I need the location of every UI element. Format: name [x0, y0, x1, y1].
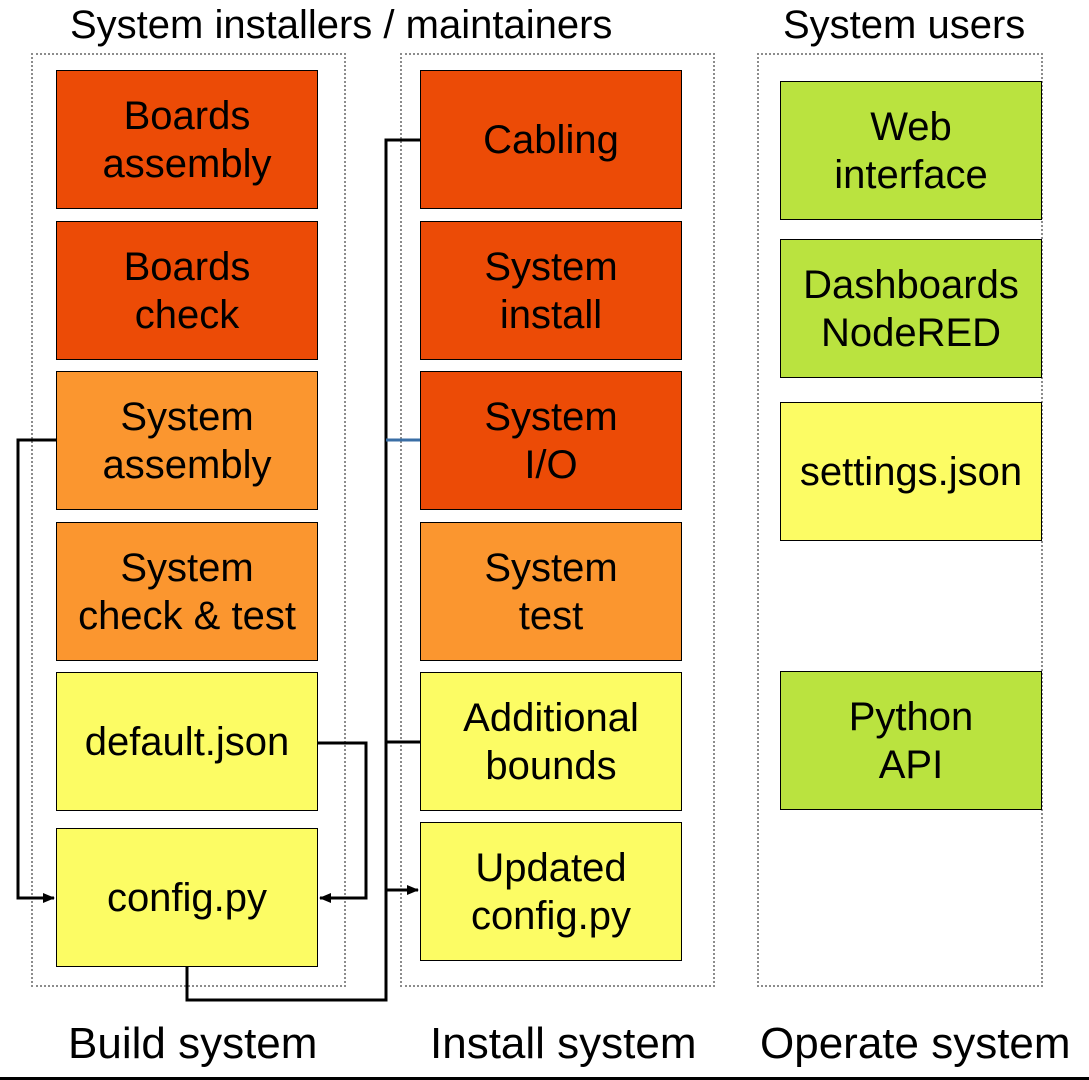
web-interface-box: Web interface [780, 81, 1042, 220]
box-label: settings.json [799, 449, 1023, 494]
system-install-box: System install [420, 221, 682, 360]
users-heading: System users [783, 3, 1026, 47]
bottom-rule [0, 1077, 1089, 1080]
build-system-label: Build system [68, 1019, 318, 1068]
cabling-box: Cabling [420, 70, 682, 209]
box-label: Boards check [123, 244, 251, 337]
system-assembly-box: System assembly [56, 371, 318, 510]
operate-system-group [757, 53, 1043, 987]
operate-system-label: Operate system [760, 1019, 1071, 1068]
installers-heading: System installers / maintainers [70, 3, 613, 47]
boards-check-box: Boards check [56, 221, 318, 360]
boards-assembly-box: Boards assembly [56, 70, 318, 209]
install-system-label: Install system [430, 1019, 697, 1068]
box-label: System assembly [102, 394, 272, 487]
box-label: System test [484, 545, 618, 638]
box-label: System I/O [484, 394, 618, 487]
settings-json-box: settings.json [780, 402, 1042, 541]
default-json-box: default.json [56, 672, 318, 811]
box-label: Web interface [834, 104, 988, 197]
box-label: Python API [848, 694, 974, 787]
box-label: System check & test [78, 545, 296, 638]
box-label: config.py [106, 875, 268, 920]
default-json-to-config-arrow [318, 741, 368, 903]
config-py-box: config.py [56, 828, 318, 967]
config-to-install-bus [185, 138, 420, 1002]
python-api-box: Python API [780, 671, 1042, 810]
additional-bounds-box: Additional bounds [420, 672, 682, 811]
system-test-box: System test [420, 522, 682, 661]
box-label: System install [484, 244, 618, 337]
install-system-group [400, 53, 715, 987]
box-label: default.json [84, 719, 290, 764]
system-check-test-box: System check & test [56, 522, 318, 661]
box-label: Updated config.py [470, 845, 632, 938]
box-label: Dashboards NodeRED [803, 262, 1019, 355]
dashboards-nodered-box: Dashboards NodeRED [780, 239, 1042, 378]
system-io-box: System I/O [420, 371, 682, 510]
system-assembly-to-config-arrow [16, 438, 56, 903]
box-label: Boards assembly [102, 93, 272, 186]
updated-config-py-box: Updated config.py [420, 822, 682, 961]
box-label: Additional bounds [463, 695, 639, 788]
box-label: Cabling [483, 117, 619, 162]
